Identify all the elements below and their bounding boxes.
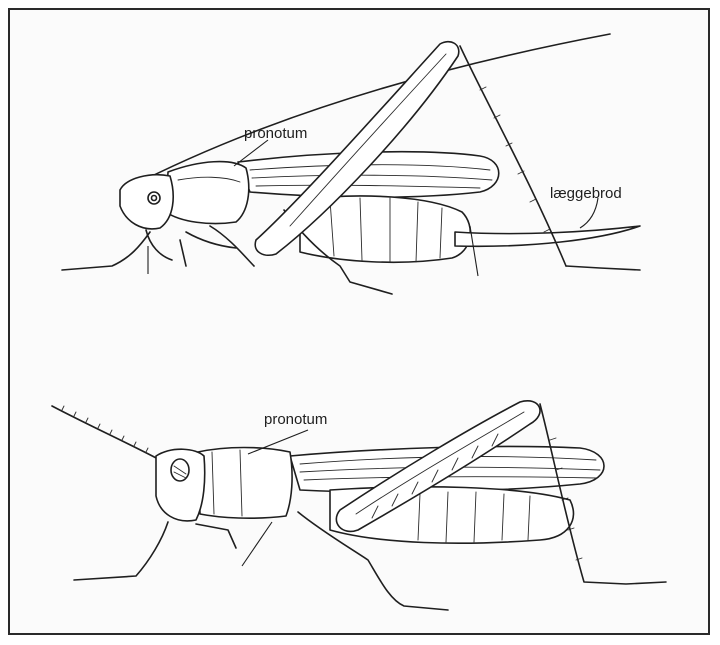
bushcricket-ovipositor	[455, 226, 640, 246]
bushcricket-ovipositor-label: læggebrod	[550, 185, 622, 202]
bushcricket-drawing	[62, 34, 640, 294]
bushcricket-pronotum	[166, 162, 249, 224]
bushcricket-front-leg	[62, 232, 150, 270]
grasshopper-drawing	[52, 401, 666, 610]
bushcricket-ovipositor-leader	[580, 198, 598, 228]
bushcricket-pronotum-label: pronotum	[244, 125, 307, 142]
bushcricket-head	[120, 175, 173, 229]
bushcricket-eye	[148, 192, 160, 204]
grasshopper-pronotum-label: pronotum	[264, 411, 327, 428]
grasshopper-antenna	[52, 406, 160, 460]
grasshopper-hind-tibia	[540, 404, 666, 584]
grasshopper-front-leg	[74, 522, 168, 580]
